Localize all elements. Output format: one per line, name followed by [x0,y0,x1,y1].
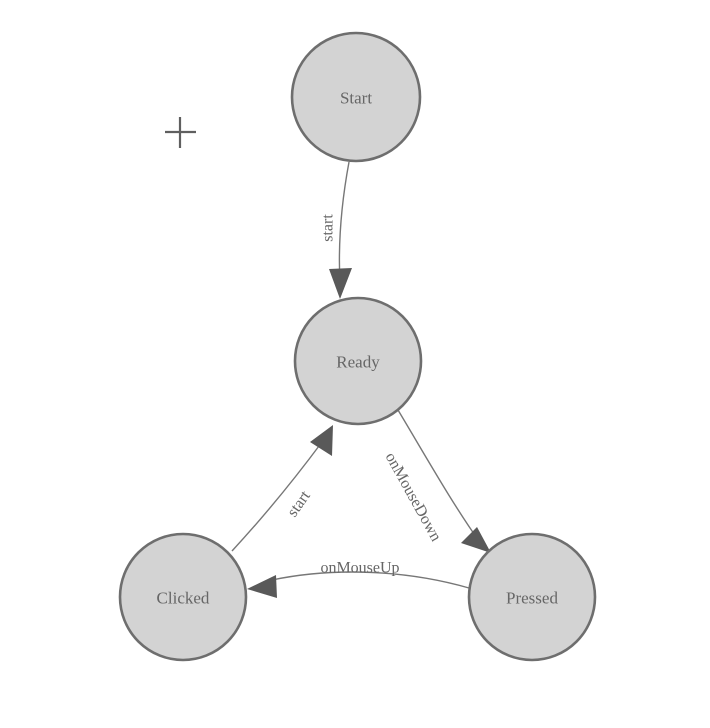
edge-start-to-ready[interactable]: start [320,161,353,299]
node-start[interactable]: Start [290,31,422,163]
plus-marker-icon [165,117,196,148]
node-pressed-circle[interactable] [467,532,597,662]
node-clicked[interactable]: Clicked [118,532,248,662]
edge-label-onmouseup: onMouseUp [320,560,399,577]
node-clicked-label: Clicked [157,589,210,608]
node-ready-circle[interactable] [293,296,423,426]
edge-label-start-left: start [284,487,314,520]
node-start-circle[interactable] [290,31,422,163]
node-ready-label: Ready [336,353,380,372]
edge-pressed-to-clicked[interactable]: onMouseUp [247,560,470,599]
edge-ready-to-pressed[interactable]: onMouseDown [382,409,491,553]
node-pressed-label: Pressed [506,589,558,608]
edge-clicked-to-ready[interactable]: start [231,425,333,552]
node-start-label: Start [340,89,372,108]
node-pressed[interactable]: Pressed [467,532,597,662]
node-ready[interactable]: Ready [293,296,423,426]
node-clicked-circle[interactable] [118,532,248,662]
edge-label-onmousedown: onMouseDown [382,450,445,545]
edge-label-start-top: start [320,214,337,242]
